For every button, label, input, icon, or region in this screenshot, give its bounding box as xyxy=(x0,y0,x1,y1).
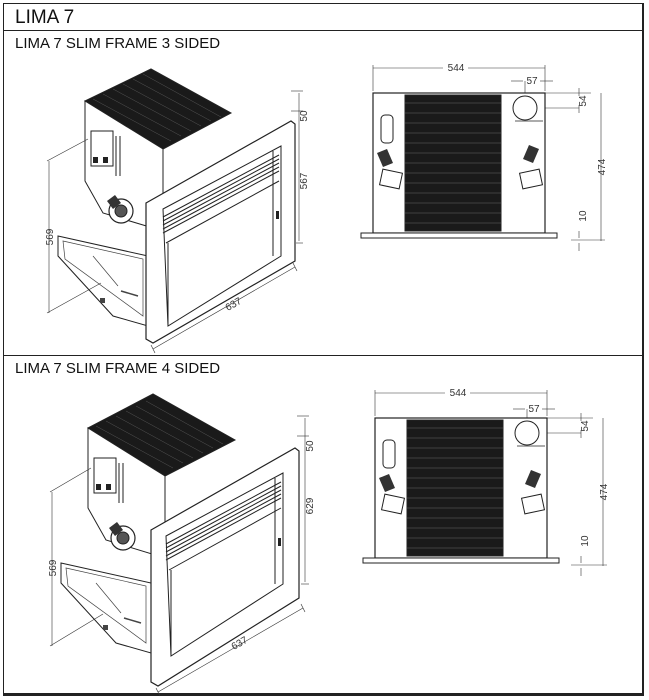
dimension-flue-offset: 57 xyxy=(528,404,540,415)
isometric-drawing: 569 50 567 637 xyxy=(45,68,310,354)
isometric-drawing: 569 50 629 637 xyxy=(48,393,316,697)
dimension-flue-top: 54 xyxy=(580,420,591,432)
dimension-height: 474 xyxy=(599,483,610,500)
section-3-sided: LIMA 7 SLIM FRAME 3 SIDED xyxy=(3,31,644,356)
section-title: LIMA 7 SLIM FRAME 3 SIDED xyxy=(15,35,221,52)
front-view-drawing: 544 57 54 474 10 xyxy=(360,63,608,251)
document-frame xyxy=(3,3,644,696)
front-view-drawing: 544 57 54 474 10 xyxy=(362,388,610,576)
dimension-base: 10 xyxy=(580,535,591,547)
dimension-height: 567 xyxy=(299,172,310,189)
dimension-flue-top: 54 xyxy=(578,95,589,107)
dimension-flue-offset: 57 xyxy=(526,76,538,87)
dimension-frame-top: 50 xyxy=(305,440,316,452)
title-row: LIMA 7 xyxy=(3,3,644,31)
document-title: LIMA 7 xyxy=(15,7,75,28)
section-4-sided: LIMA 7 SLIM FRAME 4 SIDED xyxy=(3,356,644,697)
dimension-height: 629 xyxy=(305,497,316,514)
dimension-frame-top: 50 xyxy=(299,110,310,122)
dimension-width: 544 xyxy=(448,63,465,74)
dimension-depth: 569 xyxy=(48,559,59,576)
dimension-base: 10 xyxy=(578,210,589,222)
section-title: LIMA 7 SLIM FRAME 4 SIDED xyxy=(15,360,221,377)
dimension-height: 474 xyxy=(597,158,608,175)
dimension-width: 544 xyxy=(450,388,467,399)
dimension-depth: 569 xyxy=(45,228,56,245)
